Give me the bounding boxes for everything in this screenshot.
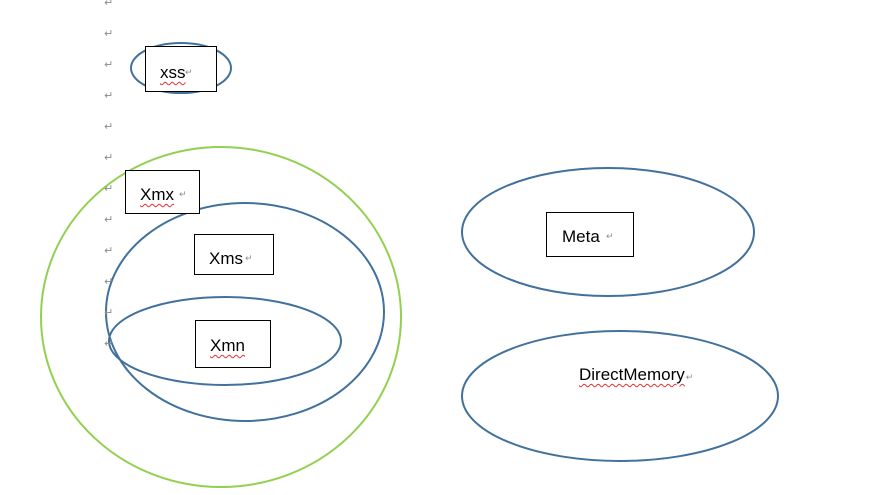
xss-label-box: xss ↵: [145, 46, 217, 92]
paragraph-mark: ↵: [104, 151, 114, 164]
direct-memory-label: DirectMemory: [579, 365, 685, 384]
paragraph-mark: ↵: [104, 0, 114, 9]
paragraph-mark: ↵: [104, 337, 114, 350]
paragraph-mark: ↵: [104, 213, 114, 226]
xms-ellipse: [105, 202, 385, 422]
xmn-ellipse: [108, 296, 342, 386]
xmx-label-box: Xmx ↵: [125, 170, 200, 214]
heap-outer-circle: [40, 146, 402, 488]
xss-label: xss: [160, 63, 186, 82]
xss-ellipse: [130, 42, 232, 94]
paragraph-mark: ↵: [179, 190, 187, 200]
meta-label: Meta: [562, 227, 600, 246]
meta-label-box: Meta ↵: [546, 212, 634, 257]
paragraph-mark: ↵: [104, 275, 114, 288]
direct-memory-label-group: DirectMemory↵: [579, 365, 693, 385]
xms-label: Xms: [209, 249, 243, 268]
xmn-label-box: Xmn: [195, 320, 271, 368]
paragraph-mark: ↵: [245, 254, 253, 264]
paragraph-mark: ↵: [104, 306, 114, 319]
paragraph-mark: ↵: [104, 27, 114, 40]
paragraph-mark: ↵: [606, 232, 614, 242]
xmx-label: Xmx: [140, 185, 174, 204]
paragraph-mark: ↵: [104, 182, 114, 195]
direct-memory-ellipse: [461, 330, 779, 462]
xmn-label: Xmn: [210, 336, 245, 355]
paragraph-mark: ↵: [104, 120, 114, 133]
paragraph-mark: ↵: [104, 244, 114, 257]
meta-ellipse: [461, 167, 755, 297]
paragraph-mark: ↵: [104, 89, 114, 102]
paragraph-mark: ↵: [685, 373, 694, 383]
paragraph-mark: ↵: [104, 58, 114, 71]
xms-label-box: Xms ↵: [194, 234, 274, 275]
paragraph-mark: ↵: [185, 68, 193, 78]
